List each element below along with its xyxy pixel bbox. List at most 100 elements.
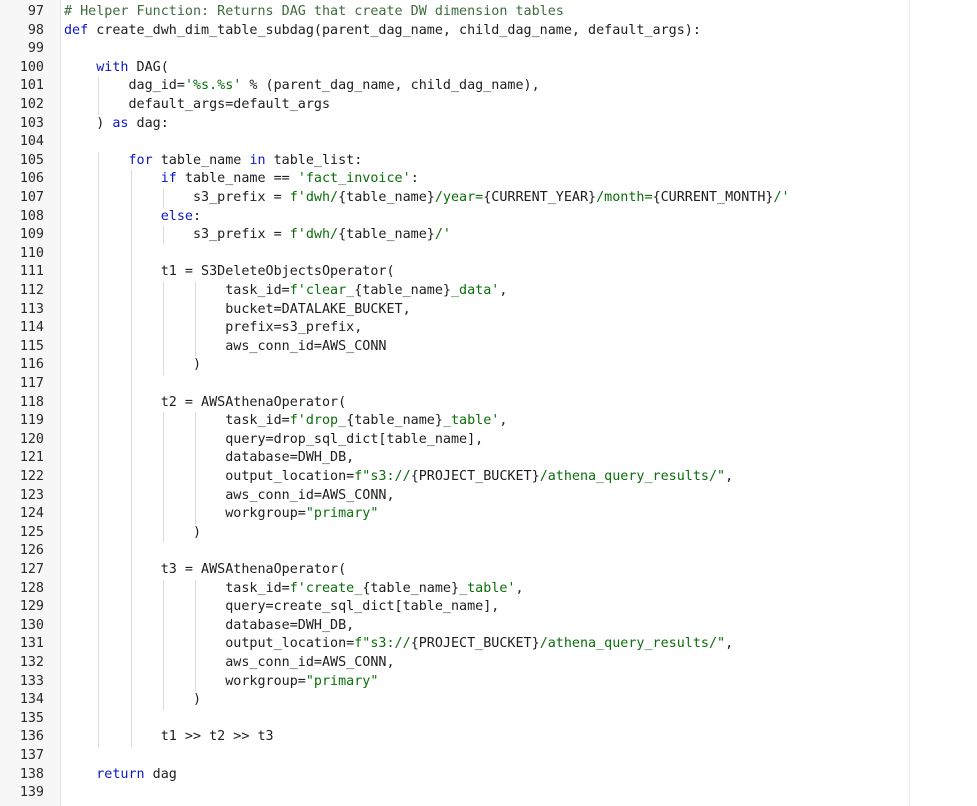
code-token: create_dwh_dim_table_subdag(parent_dag_n… [88, 22, 701, 38]
code-text: def create_dwh_dim_table_subdag(parent_d… [64, 22, 701, 41]
code-token: default_args=default_args [128, 97, 331, 112]
line-number: 107 [19, 190, 44, 205]
line-number: 129 [19, 599, 44, 615]
code-line[interactable]: 125) [0, 524, 977, 543]
code-line[interactable]: 135 [0, 710, 977, 729]
line-number: 112 [19, 283, 44, 298]
code-text: task_id=f'drop_{table_name}_table', [225, 412, 507, 431]
code-token: query=drop_sql_dict[table_name], [225, 431, 484, 447]
code-token: workgroup= [225, 506, 306, 522]
code-token: task_id= [225, 283, 290, 298]
code-line[interactable]: 129 query=create_sql_dict[table_name], [0, 598, 977, 617]
code-line[interactable]: 116) [0, 356, 977, 375]
string-token: f"s3:// [354, 636, 411, 652]
code-line[interactable]: 139 [0, 784, 977, 803]
line-number: 128 [19, 580, 44, 596]
code-line[interactable]: 99 [0, 40, 977, 59]
code-text: database=DWH_DB, [225, 449, 354, 468]
line-number: 116 [19, 357, 44, 373]
indent-guide [195, 579, 196, 692]
code-token: dag: [128, 115, 169, 131]
code-line[interactable]: 117 [0, 375, 977, 394]
code-line[interactable]: 134) [0, 691, 977, 710]
string-token: /athena_query_results/" [539, 469, 726, 484]
line-number: 99 [27, 41, 44, 57]
code-token: task_id= [225, 413, 290, 429]
code-text: dag_id='%s.%s' % (parent_dag_name, child… [129, 77, 540, 96]
code-text: workgroup="primary" [225, 505, 378, 524]
code-line[interactable]: 110 [0, 245, 977, 264]
code-text: output_location=f"s3://{PROJECT_BUCKET}/… [225, 468, 733, 487]
string-token: _table' [442, 413, 500, 429]
code-text: t2 = AWSAthenaOperator( [161, 394, 346, 413]
code-token: {table_name} [338, 190, 435, 205]
line-number: 109 [19, 227, 44, 243]
code-line[interactable]: 137 [0, 747, 977, 766]
code-text: return dag [96, 766, 177, 785]
code-line[interactable]: 118 t2 = AWSAthenaOperator( [0, 394, 977, 413]
code-text: # Helper Function: Returns DAG that crea… [64, 3, 564, 22]
code-text: ) [193, 356, 201, 375]
keyword-token: def [64, 22, 89, 38]
code-line[interactable]: 103) as dag: [0, 115, 977, 134]
code-token: query=create_sql_dict[table_name], [225, 599, 500, 615]
indent-guide [162, 226, 164, 245]
line-number: 97 [27, 4, 44, 19]
code-line[interactable]: 104 [0, 133, 977, 152]
string-token: "primary" [305, 506, 379, 522]
code-token: bucket=DATALAKE_BUCKET, [225, 301, 411, 317]
code-token: output_location= [225, 469, 355, 484]
line-number: 117 [19, 376, 44, 391]
string-token: '%s.%s' [184, 78, 242, 94]
string-token: /athena_query_results/" [539, 636, 726, 652]
code-token: ) [193, 357, 202, 373]
code-line[interactable]: 126 [0, 542, 977, 561]
code-token: t1 = S3DeleteObjectsOperator( [160, 264, 395, 280]
string-token: /year= [434, 190, 484, 205]
code-token: {table_name} [354, 283, 451, 298]
code-token: table_list: [265, 152, 363, 168]
line-number: 111 [19, 264, 44, 280]
line-number: 136 [19, 729, 44, 745]
print-margin-ruler [909, 0, 910, 806]
line-number: 104 [19, 134, 44, 150]
line-number: 118 [19, 394, 44, 410]
code-line[interactable]: 97 # Helper Function: Returns DAG that cr… [0, 3, 977, 22]
code-token: {CURRENT_YEAR} [483, 190, 597, 205]
keyword-token: return [96, 766, 145, 782]
indent-guide [162, 579, 164, 710]
code-token: output_location= [225, 636, 355, 652]
line-number: 115 [19, 338, 44, 354]
string-token: f'drop_ [289, 413, 347, 429]
code-text: aws_conn_id=AWS_CONN, [225, 487, 394, 506]
code-line[interactable]: 111 t1 = S3DeleteObjectsOperator( [0, 263, 977, 282]
